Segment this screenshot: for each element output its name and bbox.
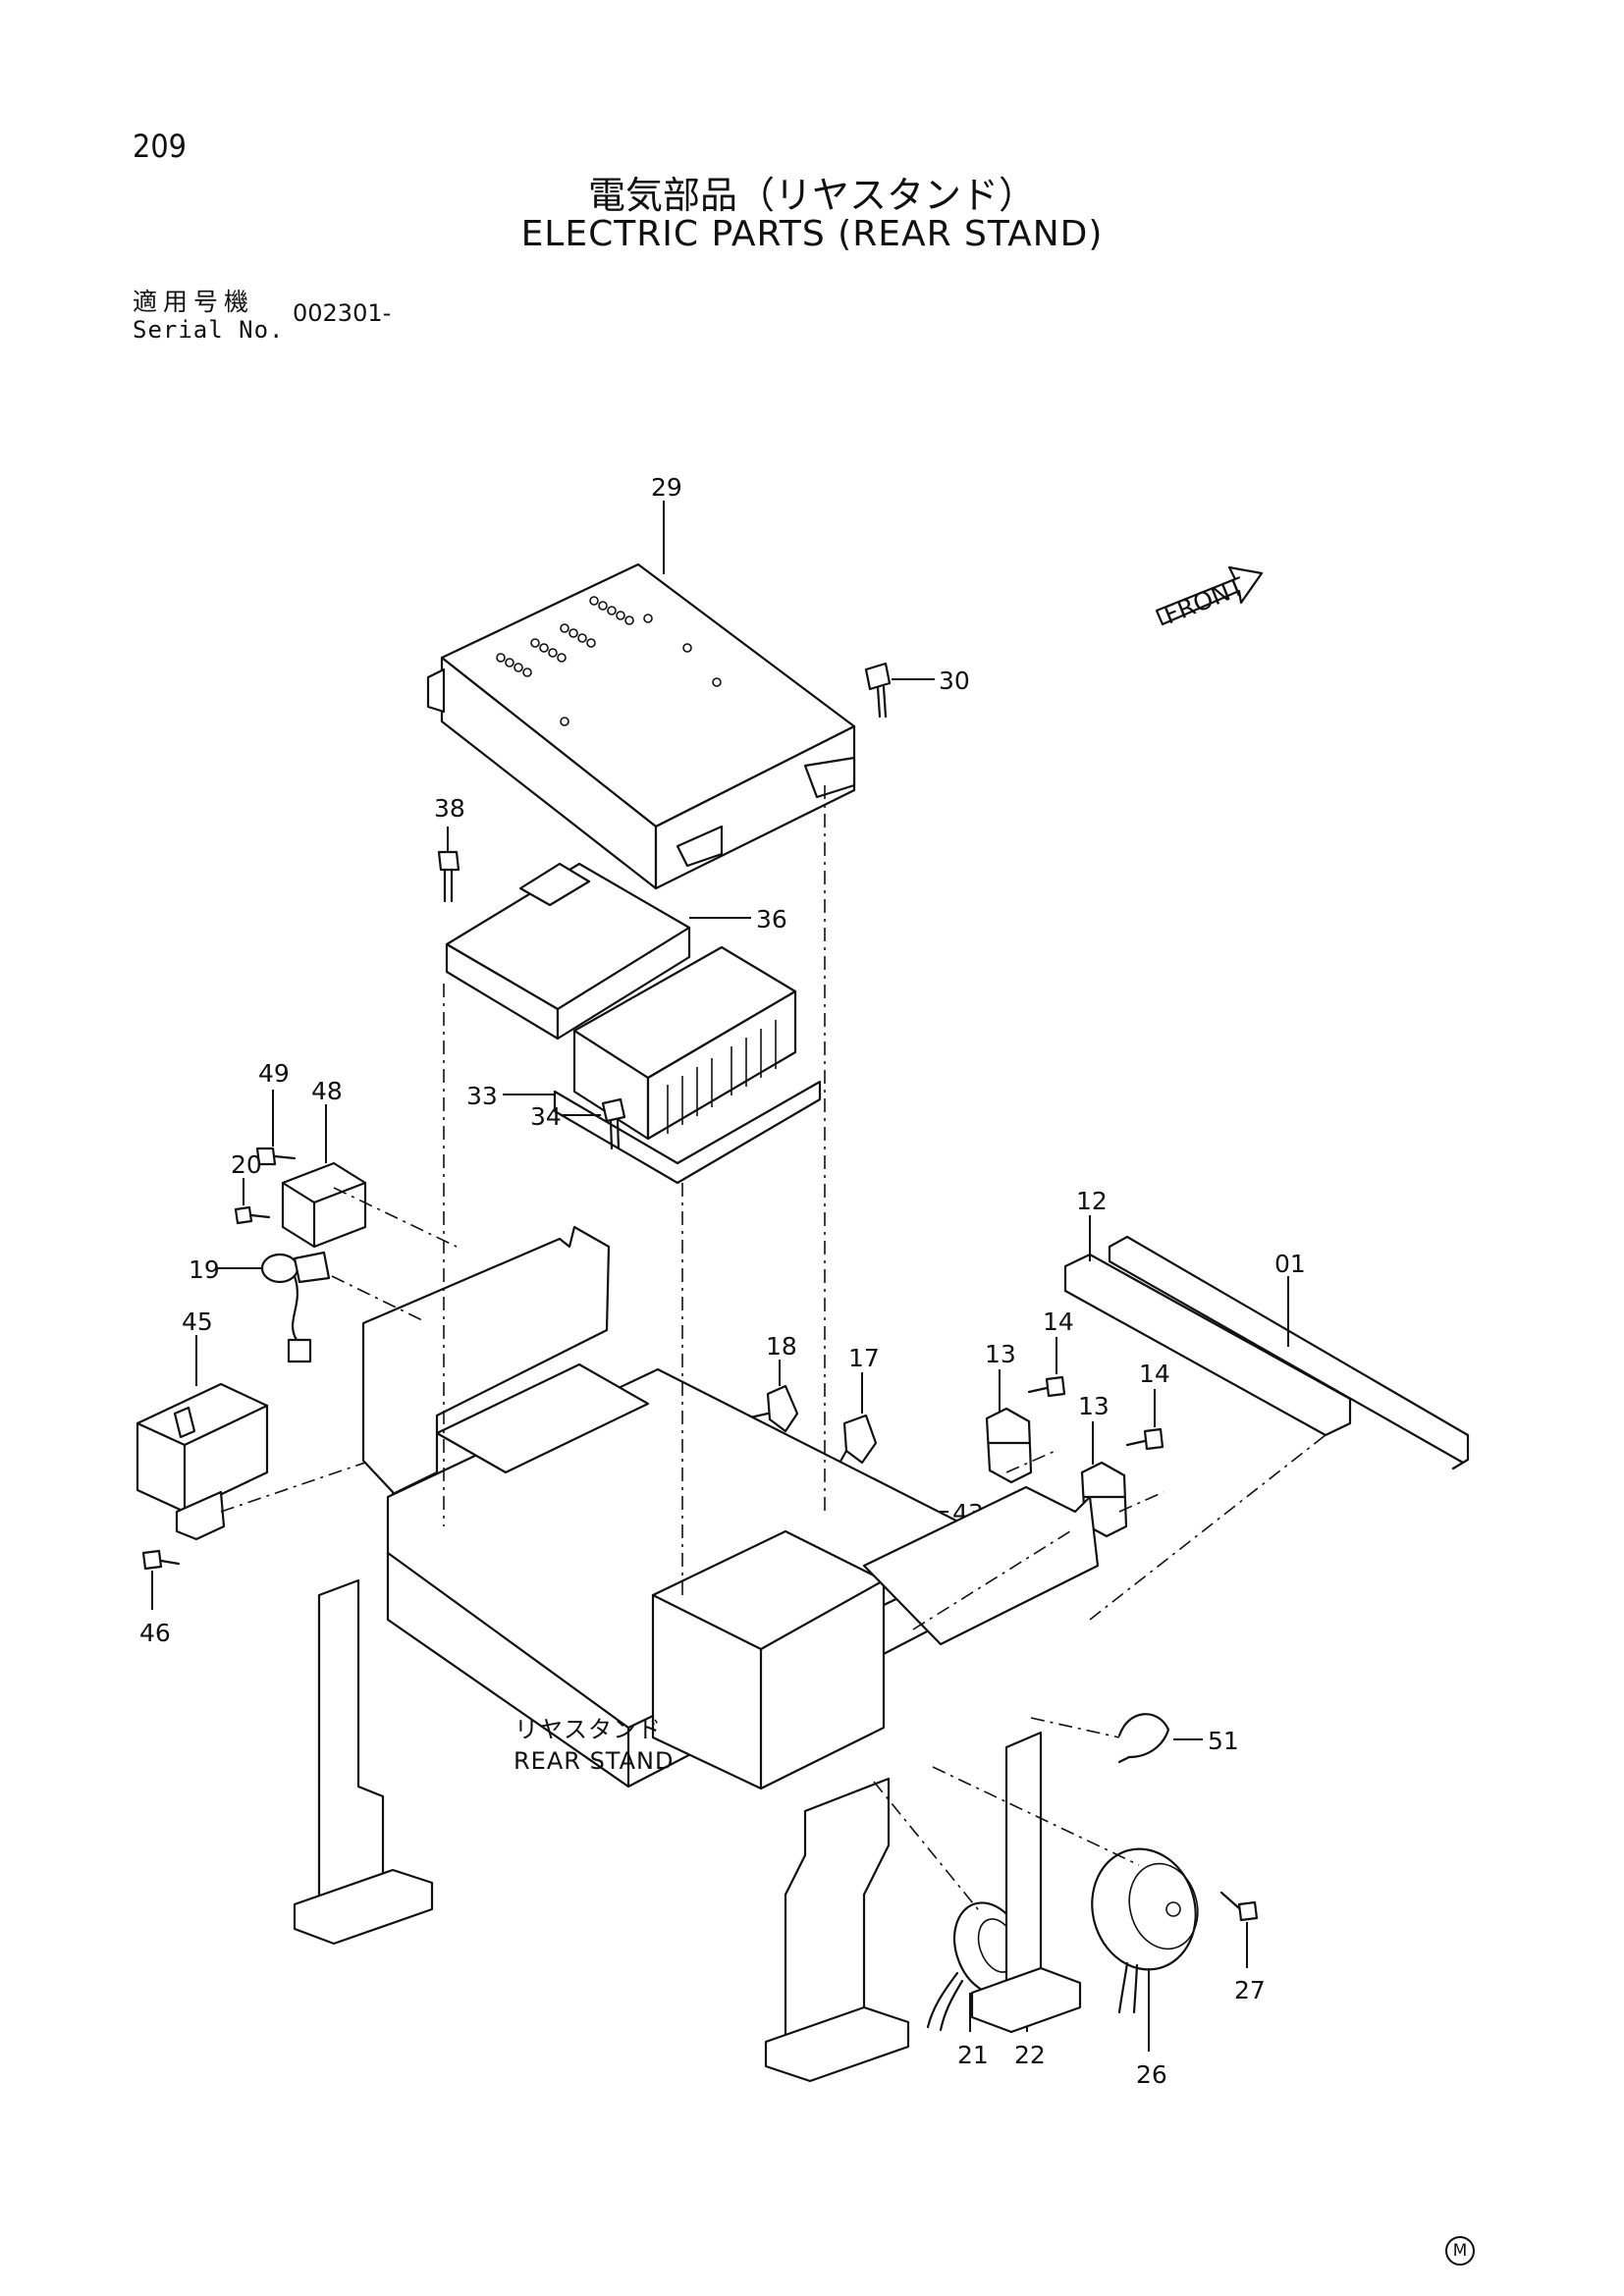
relay-48	[281, 1161, 367, 1249]
callout-19: 19	[189, 1255, 220, 1284]
bolt-30	[864, 662, 892, 719]
cover-45	[135, 1382, 269, 1541]
cover-36	[445, 862, 691, 1041]
callout-13-lower: 13	[1078, 1392, 1110, 1420]
callout-17: 17	[848, 1344, 880, 1372]
callout-26: 26	[1136, 2060, 1167, 2089]
switch-19	[260, 1251, 331, 1363]
callout-48: 48	[311, 1077, 343, 1105]
callout-34: 34	[530, 1102, 562, 1131]
front-direction-arrow: FRONT	[1155, 565, 1264, 630]
bolt-20	[234, 1205, 271, 1225]
bolt-38	[437, 827, 460, 903]
catalog-mark: M	[1445, 2236, 1475, 2266]
callout-33: 33	[466, 1082, 498, 1110]
callout-51: 51	[1208, 1727, 1239, 1755]
connector-13-upper	[985, 1407, 1033, 1484]
rear-stand-label-japanese: リヤスタンド	[514, 1716, 662, 1743]
rear-stand-frame	[293, 1225, 1100, 2083]
horn-26	[1091, 1847, 1199, 2014]
front-arrow-label: FRONT	[1160, 571, 1249, 629]
callout-27: 27	[1234, 1976, 1266, 2004]
callout-30: 30	[939, 667, 970, 695]
page-title-english: ELECTRIC PARTS (REAR STAND)	[520, 214, 1104, 254]
callout-12: 12	[1076, 1187, 1108, 1215]
callout-13-upper: 13	[985, 1340, 1016, 1368]
bolt-46	[141, 1549, 181, 1571]
rear-stand-label-english: REAR STAND	[514, 1747, 674, 1775]
bolt-34	[601, 1097, 626, 1150]
bolt-14-lower	[1125, 1427, 1164, 1451]
callout-14-lower: 14	[1139, 1360, 1170, 1388]
callout-14-upper: 14	[1043, 1308, 1074, 1336]
control-unit-33	[553, 945, 822, 1185]
callout-36: 36	[756, 905, 787, 934]
bolt-14-upper	[1027, 1375, 1066, 1398]
controller-box-29	[426, 562, 856, 890]
page-number: 209	[133, 128, 187, 165]
assembly-center-lines	[220, 785, 1326, 1915]
plate-01	[1108, 1235, 1470, 1470]
serial-label-english: Serial No.	[133, 316, 285, 344]
callout-46: 46	[139, 1619, 171, 1647]
callout-49: 49	[258, 1059, 290, 1088]
bolt-27	[1219, 1891, 1259, 1922]
serial-label-japanese: 適用号機	[133, 288, 255, 316]
callout-38: 38	[434, 794, 465, 823]
callout-20: 20	[231, 1150, 262, 1179]
callout-18: 18	[766, 1332, 797, 1361]
callout-45: 45	[182, 1308, 213, 1336]
callout-01: 01	[1274, 1250, 1306, 1278]
callout-22: 22	[1014, 2041, 1046, 2069]
page-title-japanese: 電気部品（リヤスタンド）	[587, 174, 1036, 217]
bolt-49	[255, 1147, 297, 1166]
serial-number-value: 002301-	[293, 299, 392, 327]
clamp-51	[1117, 1713, 1170, 1764]
callout-29: 29	[651, 473, 682, 502]
callout-21: 21	[957, 2041, 989, 2069]
